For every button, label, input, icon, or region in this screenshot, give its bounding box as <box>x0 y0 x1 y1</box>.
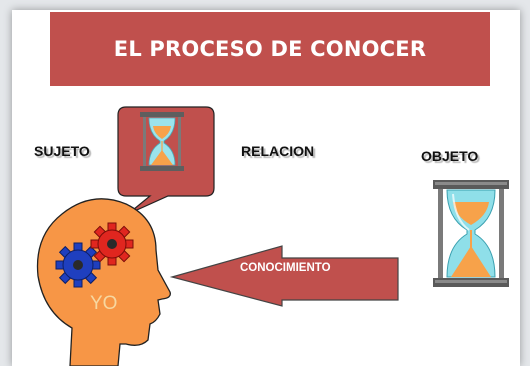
slide-content: EL PROCESO DE CONOCER <box>12 10 520 366</box>
page-title: EL PROCESO DE CONOCER <box>113 37 427 61</box>
head-label: YO <box>90 293 118 314</box>
gear-icon <box>55 242 101 288</box>
gear-icon <box>90 222 134 266</box>
relation-label: RELACION <box>241 143 315 159</box>
hourglass-icon <box>433 180 509 287</box>
title-banner: EL PROCESO DE CONOCER <box>50 12 490 86</box>
hourglass-icon <box>140 112 184 171</box>
head-silhouette <box>36 198 171 366</box>
object-label: OBJETO <box>421 148 479 164</box>
knowledge-arrow <box>169 245 399 307</box>
arrow-label: CONOCIMIENTO <box>240 262 331 274</box>
subject-label: SUJETO <box>34 143 90 159</box>
